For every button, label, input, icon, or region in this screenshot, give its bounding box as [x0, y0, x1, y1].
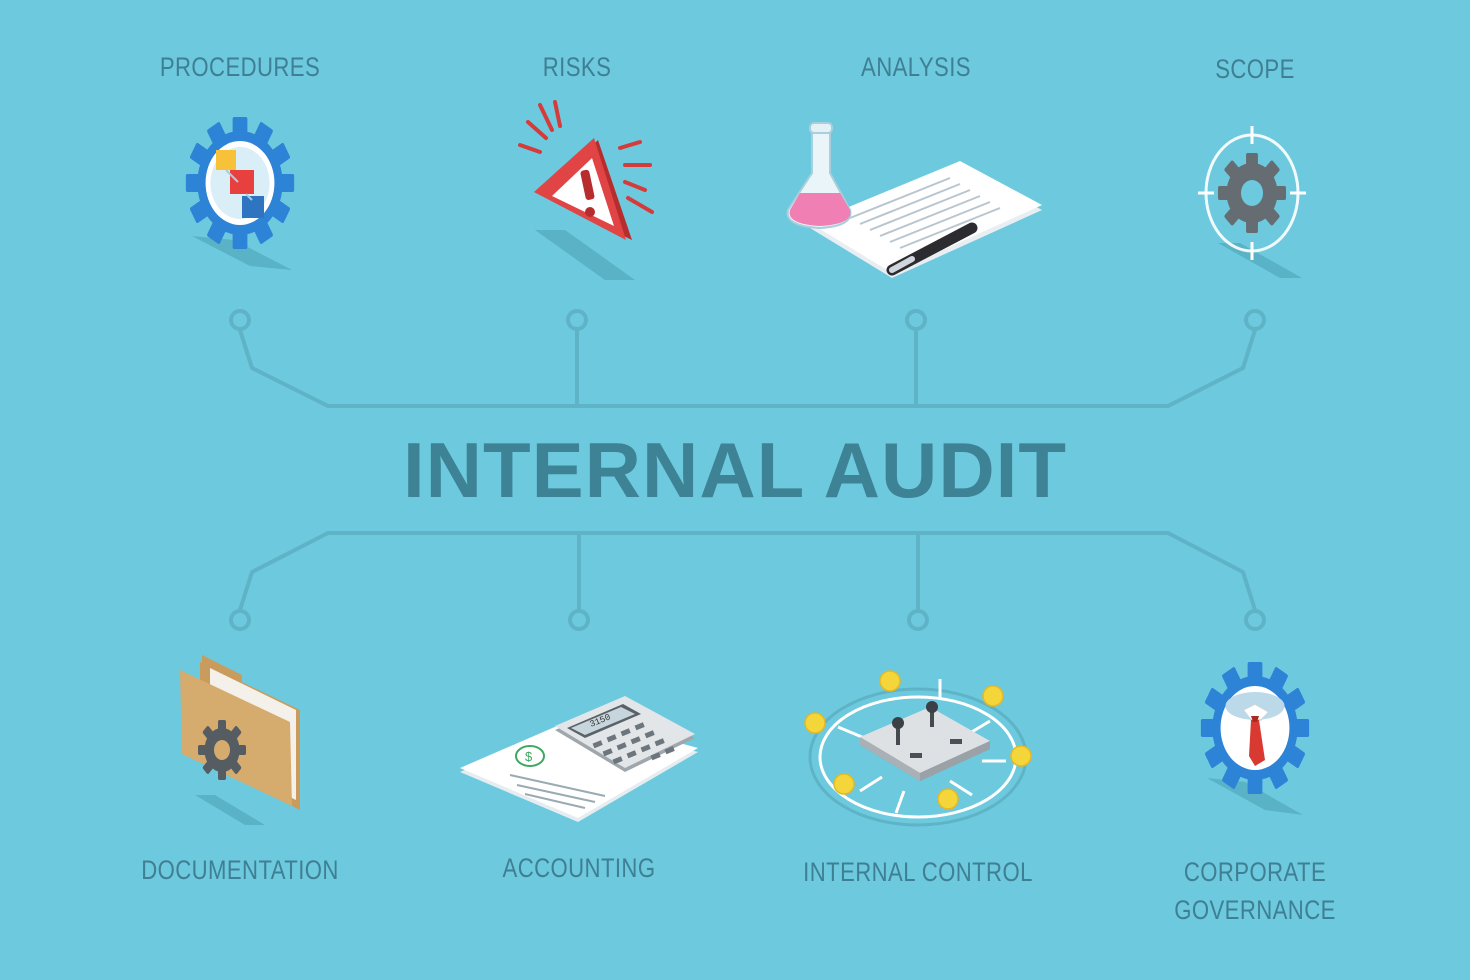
- warning-triangle-icon: [518, 100, 654, 280]
- label-corporate-governance: CORPORATE GOVERNANCE: [1174, 857, 1336, 925]
- label-analysis: ANALYSIS: [861, 52, 971, 82]
- connector-corporate-governance: [1166, 531, 1257, 612]
- gear-target-icon: [1198, 126, 1306, 278]
- label-scope: SCOPE: [1215, 54, 1295, 84]
- connector-dot-scope: [1244, 309, 1266, 331]
- label-accounting: ACCOUNTING: [502, 853, 656, 883]
- calculator-invoice-icon: $ 3150: [460, 696, 698, 822]
- flask-and-document-icon: [786, 122, 1042, 278]
- svg-text:$: $: [525, 749, 533, 764]
- connector-scope: [1166, 328, 1257, 408]
- diagram-title: INTERNAL AUDIT: [403, 426, 1067, 514]
- connector-dot-analysis: [905, 309, 927, 331]
- label-procedures: PROCEDURES: [159, 52, 321, 82]
- joystick-control-icon: [804, 670, 1032, 827]
- connector-documentation: [238, 531, 330, 612]
- label-documentation: DOCUMENTATION: [141, 855, 339, 885]
- gear-businessman-icon: [1200, 662, 1310, 815]
- connector-dot-risks: [566, 309, 588, 331]
- label-internal-control: INTERNAL CONTROL: [803, 857, 1033, 887]
- connector-procedures: [238, 328, 330, 408]
- connector-dot-procedures: [229, 309, 251, 331]
- connector-dot-documentation: [229, 609, 251, 631]
- gear-with-cubes-icon: [185, 117, 295, 270]
- label-risks: RISKS: [542, 52, 612, 82]
- connector-dot-accounting: [568, 609, 590, 631]
- folder-gear-icon: [180, 655, 300, 825]
- connector-dot-corporate-governance: [1244, 609, 1266, 631]
- connector-dot-internal-control: [907, 609, 929, 631]
